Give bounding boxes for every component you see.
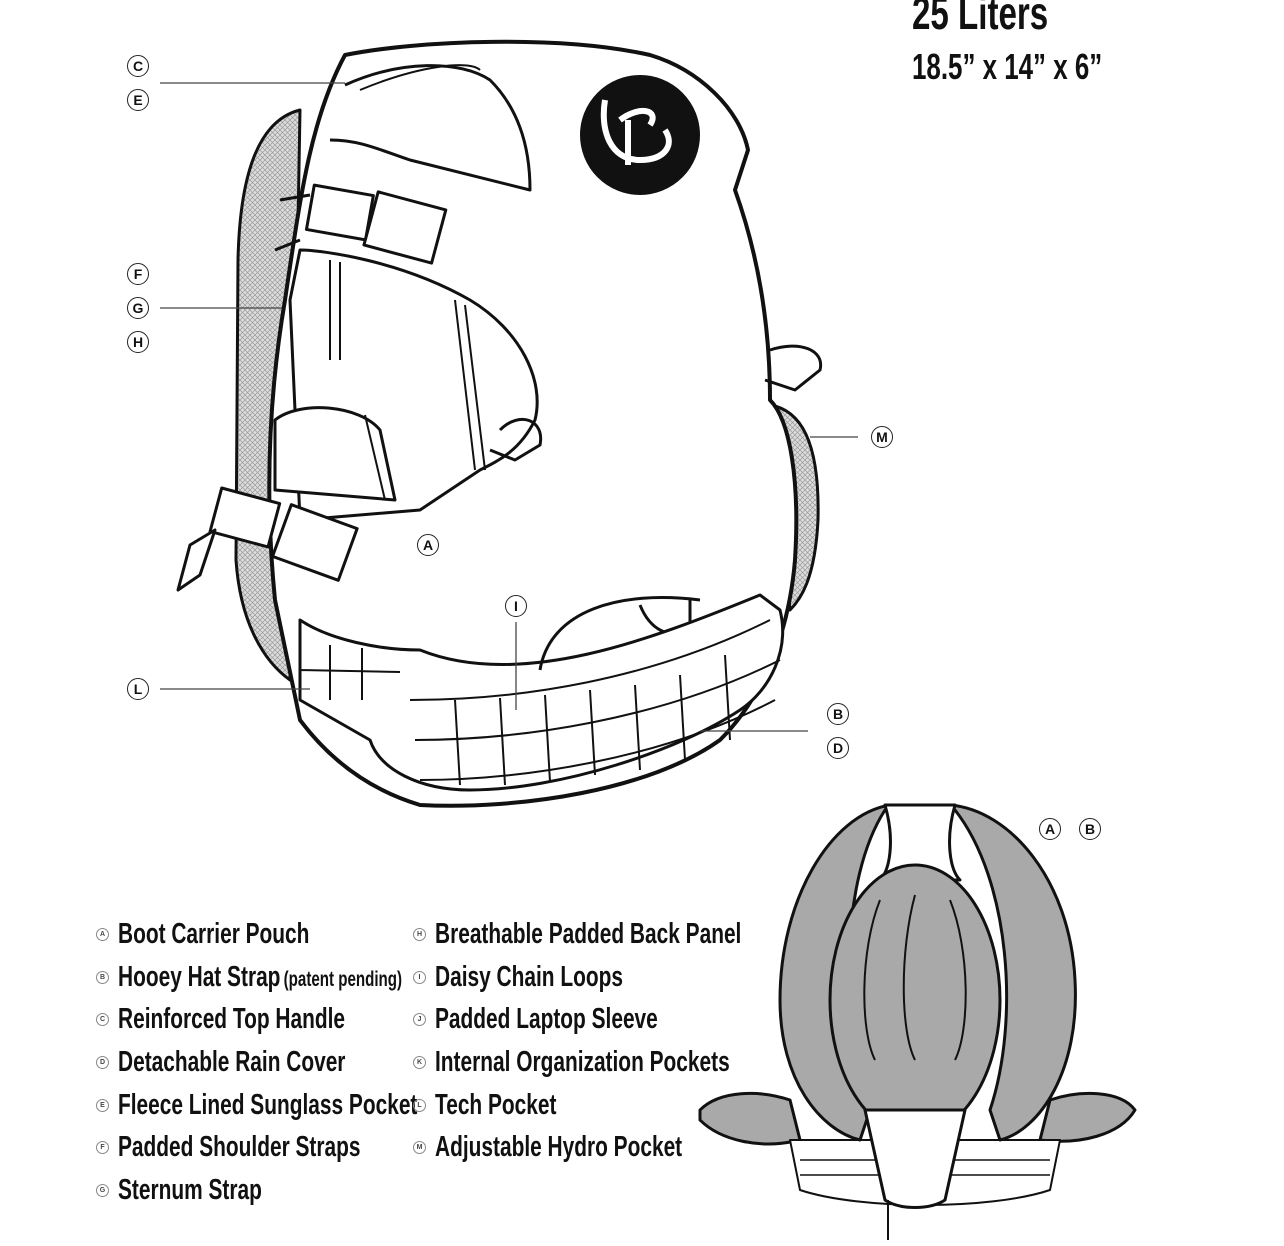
legend-label: Hooey Hat Strap xyxy=(118,960,281,993)
legend-item: K Internal Organization Pockets xyxy=(413,1045,844,1078)
legend-item: A Boot Carrier Pouch xyxy=(96,917,384,950)
legend-marker: K xyxy=(413,1055,426,1069)
legend-item: G Sternum Strap xyxy=(96,1173,318,1206)
legend-label: Fleece Lined Sunglass Pocket xyxy=(118,1088,418,1121)
callout-m: M xyxy=(871,426,893,448)
dimensions-text: 18.5” x 14” x 6” xyxy=(912,46,1103,87)
callout-back-a: A xyxy=(1039,818,1061,840)
legend-item: C Reinforced Top Handle xyxy=(96,1002,433,1035)
legend-label: Boot Carrier Pouch xyxy=(118,917,310,950)
callout-c: C xyxy=(127,55,149,77)
legend-item: B Hooey Hat Strap (patent pending) xyxy=(96,960,513,993)
legend-item: E Fleece Lined Sunglass Pocket xyxy=(96,1088,534,1121)
callout-h: H xyxy=(127,331,149,353)
legend-item: M Adjustable Hydro Pocket xyxy=(413,1130,778,1163)
legend-marker: M xyxy=(413,1140,426,1154)
callout-i: I xyxy=(505,595,527,617)
legend-item: H Breathable Padded Back Panel xyxy=(413,917,861,950)
legend-label: Padded Laptop Sleeve xyxy=(435,1002,658,1035)
callout-b: B xyxy=(827,703,849,725)
legend-note: (patent pending) xyxy=(283,967,403,991)
capacity-title: 25 Liters xyxy=(912,0,1049,39)
legend-marker: I xyxy=(413,970,426,984)
legend-item: F Padded Shoulder Straps xyxy=(96,1130,455,1163)
legend-item: D Detachable Rain Cover xyxy=(96,1045,434,1078)
callout-f: F xyxy=(127,263,149,285)
legend-marker: G xyxy=(96,1183,109,1197)
legend-marker: E xyxy=(96,1098,109,1112)
legend-label: Daisy Chain Loops xyxy=(435,960,623,993)
legend-label: Adjustable Hydro Pocket xyxy=(435,1130,683,1163)
callout-d: D xyxy=(827,737,849,759)
legend-marker: H xyxy=(413,927,426,941)
legend-item: I Daisy Chain Loops xyxy=(413,960,696,993)
legend-item: J Padded Laptop Sleeve xyxy=(413,1002,744,1035)
legend-label: Detachable Rain Cover xyxy=(118,1045,346,1078)
callout-back-b: B xyxy=(1079,818,1101,840)
legend-marker: F xyxy=(96,1140,109,1154)
logo-badge xyxy=(580,75,700,195)
legend-label: Tech Pocket xyxy=(435,1088,557,1121)
legend-marker: B xyxy=(96,970,109,984)
legend-label: Breathable Padded Back Panel xyxy=(435,917,742,950)
legend-marker: J xyxy=(413,1012,426,1026)
callout-l: L xyxy=(127,678,149,700)
legend-label: Padded Shoulder Straps xyxy=(118,1130,361,1163)
legend-label: Internal Organization Pockets xyxy=(435,1045,730,1078)
legend-marker: A xyxy=(96,927,109,941)
leader-lines xyxy=(160,82,858,732)
back-view-backpack xyxy=(698,803,1137,1240)
callout-e: E xyxy=(127,89,149,111)
legend-label: Reinforced Top Handle xyxy=(118,1002,345,1035)
legend-marker: L xyxy=(413,1098,426,1112)
legend-marker: C xyxy=(96,1012,109,1026)
callout-g: G xyxy=(127,297,149,319)
front-view-backpack xyxy=(176,39,823,808)
legend-label: Sternum Strap xyxy=(118,1173,262,1206)
legend-marker: D xyxy=(96,1055,109,1069)
callout-a: A xyxy=(417,534,439,556)
legend-item: L Tech Pocket xyxy=(413,1088,604,1121)
